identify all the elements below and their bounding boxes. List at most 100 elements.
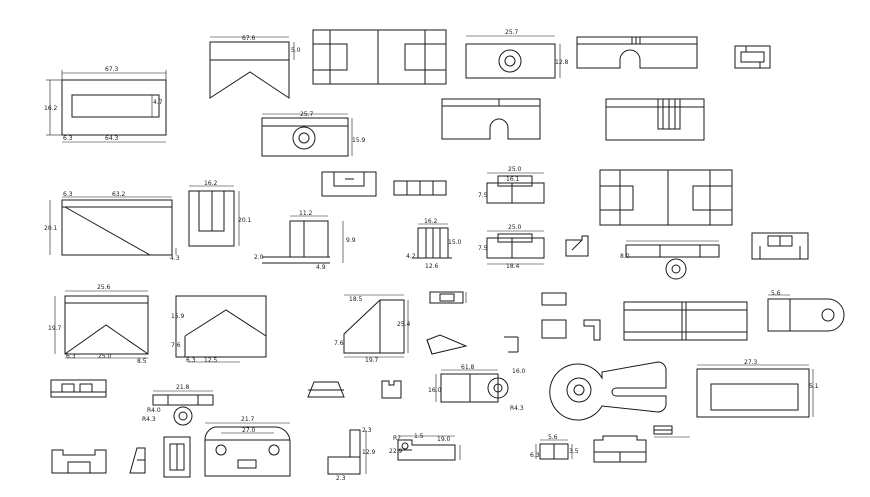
dim-label: 25.7 [300, 111, 314, 118]
dim-label: 25.0 [508, 166, 522, 173]
part-t-bracket [262, 215, 344, 264]
dim-label: 64.3 [105, 135, 119, 142]
dim-label: R4.3 [142, 416, 156, 423]
dim-label: 11.2 [299, 210, 313, 217]
dim-label: 21.7 [241, 416, 255, 423]
dim-label: 1.5 [414, 433, 424, 440]
part-wedge-block [49, 196, 177, 256]
dim-label: 2.0 [254, 254, 264, 261]
dim-label: 6.3 [63, 191, 73, 198]
dim-label: 16.2 [424, 218, 438, 225]
dim-label: 8.5 [137, 358, 147, 365]
part-square-blocks [541, 292, 601, 341]
dim-label: 25.6 [97, 284, 111, 291]
dim-label: 5.1 [809, 383, 819, 390]
dim-label: 4.9 [316, 264, 326, 271]
dim-label: 12.5 [204, 357, 218, 364]
dim-label: 15.9 [171, 313, 185, 320]
part-slot-plate [163, 436, 191, 478]
part-step-l [327, 429, 367, 475]
dim-label: 6.3 [66, 353, 76, 360]
dim-label: 25.4 [397, 321, 411, 328]
part-slotted-guide [605, 98, 705, 141]
dim-label: 6.3 [63, 135, 73, 142]
dim-label: 7.5 [478, 245, 488, 252]
dim-label: 3.5 [569, 448, 579, 455]
dim-label: 27.3 [744, 359, 758, 366]
dim-label: 18.5 [349, 296, 363, 303]
part-ramp-block [343, 294, 409, 358]
dim-label: 6.3 [186, 357, 196, 364]
dim-label: 12.9 [362, 449, 376, 456]
part-flange-hole [261, 113, 353, 157]
part-rail-block [696, 364, 814, 418]
dim-label: 15.0 [448, 239, 462, 246]
part-angle-clamp [321, 171, 447, 197]
dim-label: 16.1 [506, 176, 520, 183]
part-two-hole-plate [204, 422, 291, 477]
part-small-block-dim [535, 439, 573, 460]
part-u-channel [576, 36, 698, 69]
dim-label: 22.9 [389, 448, 403, 455]
dim-label: 2.3 [336, 475, 346, 482]
dim-label: 19.7 [48, 325, 62, 332]
dim-label: 4.3 [170, 255, 180, 262]
dim-label: 6.3 [530, 452, 540, 459]
part-u-channel-2 [441, 98, 541, 140]
dim-label: 8.0 [620, 253, 630, 260]
dim-label: 9.9 [346, 237, 356, 244]
dim-label: 25.0 [508, 224, 522, 231]
dim-label: 21.8 [176, 384, 190, 391]
part-notch-cube [381, 380, 402, 399]
part-small-bracket-set [426, 291, 519, 355]
dim-label: 16.0 [512, 368, 526, 375]
part-long-guide [623, 301, 748, 341]
dim-label: R4.3 [510, 405, 524, 412]
part-small-clip [734, 45, 771, 69]
dim-label: 25.7 [505, 29, 519, 36]
dim-label: 4.7 [153, 99, 163, 106]
dim-label: 16.2 [204, 180, 218, 187]
dim-label: 16.2 [44, 105, 58, 112]
part-v-block [209, 36, 295, 99]
dim-label: 18.4 [506, 263, 520, 270]
part-hole-block [465, 35, 561, 79]
dim-label: 19.0 [437, 436, 451, 443]
part-link-lug [767, 294, 845, 332]
dim-label: R4.0 [147, 407, 161, 414]
part-clip-dim [653, 425, 690, 438]
part-angle-small [129, 447, 146, 474]
part-step-bracket [397, 435, 461, 461]
part-slotted-block [46, 70, 167, 143]
dim-label: 63.2 [112, 191, 126, 198]
dim-label: 16.0 [428, 387, 442, 394]
dim-label: 67.6 [242, 35, 256, 42]
part-bracket-front [188, 185, 240, 247]
dim-label: 61.8 [461, 364, 475, 371]
part-fork-link [152, 390, 214, 426]
part-stepped-block-2 [486, 230, 545, 265]
part-l-angle [565, 235, 589, 257]
dim-label: 20.1 [44, 225, 58, 232]
part-pin-block [435, 369, 509, 403]
dim-label: 15.9 [352, 137, 366, 144]
part-base-bracket [51, 449, 107, 474]
part-eye-plate [625, 240, 720, 280]
part-v-roof-block [175, 295, 267, 363]
part-large-clevis [549, 361, 667, 421]
part-v-notch-front [54, 290, 149, 359]
dim-label: 5.0 [291, 47, 301, 54]
part-vertical-plates [412, 223, 452, 259]
part-stepped-block [486, 172, 545, 204]
dim-label: 25.0 [98, 353, 112, 360]
dim-label: R2 [393, 435, 401, 442]
dim-label: 12.8 [555, 59, 569, 66]
dim-label: 2.3 [362, 427, 372, 434]
dim-label: 7.6 [334, 340, 344, 347]
part-clip-small [50, 379, 107, 398]
part-pocket-plate-2 [599, 169, 733, 226]
part-trapezoid [307, 381, 345, 398]
dim-label: 7.5 [478, 192, 488, 199]
